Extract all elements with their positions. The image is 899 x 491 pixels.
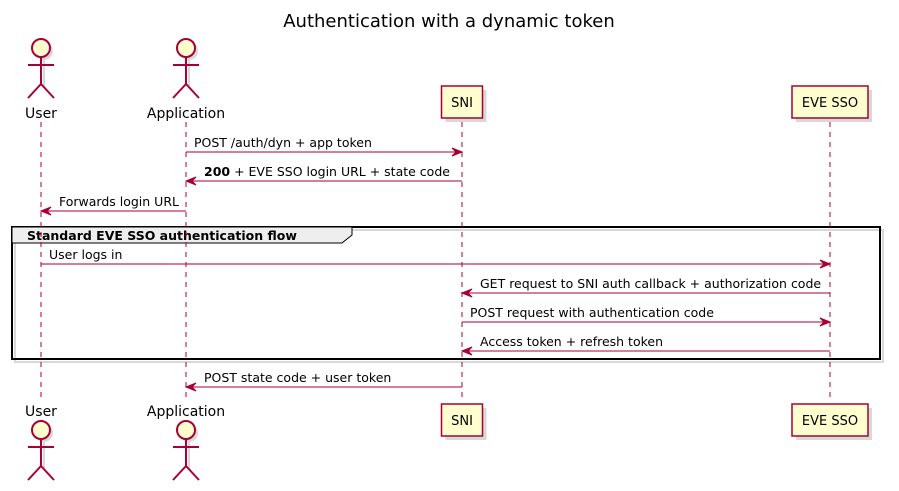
participant-label: EVE SSO — [802, 414, 858, 429]
message-text: POST /auth/dyn + app token — [194, 135, 372, 150]
arrowhead-icon — [460, 288, 473, 298]
group-tab — [11, 226, 353, 244]
group-frame: Standard EVE SSO authentication flow — [11, 226, 884, 363]
message-4: GET request to SNI auth callback + autho… — [460, 276, 830, 298]
message-label: Forwards login URL — [59, 194, 179, 209]
message-label: POST /auth/dyn + app token — [194, 135, 372, 150]
actor-head-icon — [176, 38, 196, 58]
arrowhead-icon — [184, 382, 197, 392]
actor-head-icon — [31, 420, 51, 440]
participant-label: EVE SSO — [802, 96, 858, 111]
message-status-code: 200 — [204, 164, 230, 179]
participants-layer: UserUserApplicationApplicationSNISNIEVE … — [25, 38, 872, 481]
actor-user-top: User — [25, 38, 57, 122]
arrowhead-icon — [819, 317, 832, 327]
participant-label: User — [25, 404, 57, 420]
participant-sni-top: SNI — [440, 85, 487, 122]
group-layer: Standard EVE SSO authentication flow — [11, 226, 884, 363]
actor-user-bottom: User — [25, 404, 57, 481]
message-label: Access token + refresh token — [480, 334, 663, 349]
diagram-title: Authentication with a dynamic token — [283, 11, 615, 32]
message-text: User logs in — [49, 247, 122, 262]
actor-head-icon — [31, 38, 51, 58]
participant-sni-bottom: SNI — [440, 403, 487, 440]
message-label: GET request to SNI auth callback + autho… — [480, 276, 821, 291]
message-label: 200 + EVE SSO login URL + state code — [204, 164, 450, 179]
message-label: POST request with authentication code — [470, 305, 714, 320]
arrowhead-icon — [451, 147, 464, 157]
message-5: POST request with authentication code — [462, 305, 832, 327]
lifelines-layer — [40, 122, 831, 402]
participant-label: User — [25, 106, 57, 122]
message-text: GET request to SNI auth callback + autho… — [480, 276, 821, 291]
actor-app-bottom: Application — [147, 404, 225, 481]
message-text: Access token + refresh token — [480, 334, 663, 349]
message-text: POST state code + user token — [204, 370, 391, 385]
message-6: Access token + refresh token — [460, 334, 830, 356]
participant-label: SNI — [451, 96, 473, 111]
participant-sso-bottom: EVE SSO — [791, 403, 872, 440]
message-3: User logs in — [41, 247, 832, 269]
message-label: POST state code + user token — [204, 370, 391, 385]
message-text: POST request with authentication code — [470, 305, 714, 320]
arrowhead-icon — [460, 346, 473, 356]
message-2: Forwards login URL — [39, 194, 186, 216]
actor-head-icon — [176, 420, 196, 440]
group-label: Standard EVE SSO authentication flow — [27, 228, 297, 243]
participant-label: Application — [147, 106, 225, 122]
arrowhead-icon — [184, 176, 197, 186]
message-0: POST /auth/dyn + app token — [186, 135, 464, 157]
message-1: 200 + EVE SSO login URL + state code — [184, 164, 462, 186]
arrowhead-icon — [39, 206, 52, 216]
message-label: User logs in — [49, 247, 122, 262]
participant-label: SNI — [451, 414, 473, 429]
actor-app-top: Application — [147, 38, 225, 122]
participant-sso-top: EVE SSO — [791, 85, 872, 122]
message-text: Forwards login URL — [59, 194, 179, 209]
arrowhead-icon — [819, 259, 832, 269]
message-7: POST state code + user token — [184, 370, 462, 392]
participant-label: Application — [147, 404, 225, 420]
message-text: + EVE SSO login URL + state code — [230, 164, 450, 179]
messages-layer: POST /auth/dyn + app token 200 + EVE SSO … — [39, 135, 832, 392]
